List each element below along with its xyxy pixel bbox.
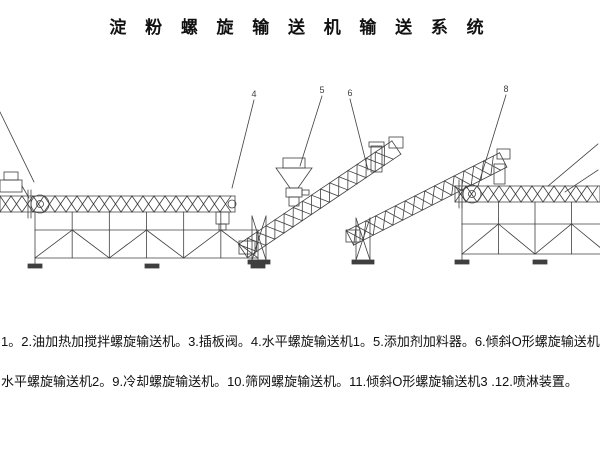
inclined-conveyor-1 xyxy=(237,140,402,259)
end-bearing-1 xyxy=(227,199,237,209)
svg-text:5: 5 xyxy=(319,85,324,95)
drive-motor-inclined-1 xyxy=(368,136,404,173)
inlet-box-2 xyxy=(345,229,361,243)
inclined-conveyor-2 xyxy=(345,152,508,246)
horizontal-conveyor-2 xyxy=(454,185,600,203)
support-bent-1 xyxy=(247,215,271,265)
support-bent-2 xyxy=(351,217,375,265)
valve-handle xyxy=(301,189,310,196)
end-flange-left xyxy=(27,189,50,219)
discharge-chute-1 xyxy=(215,211,230,231)
horizontal-conveyor-1 xyxy=(0,195,236,213)
drive-motor-inclined-2 xyxy=(496,148,511,160)
feed-hopper xyxy=(275,157,313,207)
caption-line-2: 水平螺旋输送机2。9.冷却螺旋输送机。10.筛网螺旋输送机。11.倾斜O形螺旋输… xyxy=(1,374,578,389)
foot-pad xyxy=(532,259,548,265)
inlet-box-1 xyxy=(238,240,256,255)
drive-motor-left xyxy=(0,171,30,199)
transfer-chute xyxy=(493,163,506,185)
svg-text:6: 6 xyxy=(347,88,352,98)
support-truss-right xyxy=(454,201,600,265)
svg-text:8: 8 xyxy=(503,84,508,94)
slide-valve xyxy=(285,187,303,198)
svg-text:4: 4 xyxy=(251,89,256,99)
page-title: 淀 粉 螺 旋 输 送 机 输 送 系 统 xyxy=(109,18,491,37)
support-truss-left xyxy=(27,211,266,269)
leader-lines-edge xyxy=(0,111,599,193)
callout-labels: 4 5 6 8 xyxy=(231,84,509,189)
end-flange-right xyxy=(458,179,482,209)
caption-line-1: 1。2.油加热加搅拌螺旋输送机。3.插板阀。4.水平螺旋输送机1。5.添加剂加料… xyxy=(1,334,600,349)
foot-pad xyxy=(144,263,160,269)
